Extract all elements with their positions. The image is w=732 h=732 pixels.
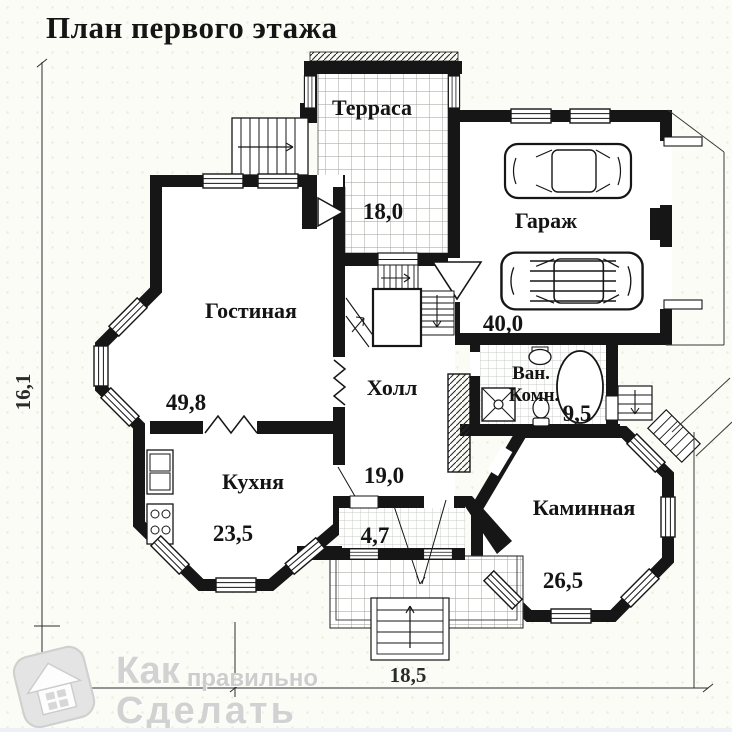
fireplace-label: Каминная bbox=[533, 495, 636, 520]
interior-walls bbox=[150, 357, 357, 505]
leader-lines bbox=[393, 499, 447, 585]
kitchen-area: 23,5 bbox=[213, 521, 253, 546]
sink-icon bbox=[528, 346, 552, 366]
fireplace-area: 26,5 bbox=[543, 568, 583, 593]
vestibule-area: 4,7 bbox=[361, 523, 390, 548]
page-bottom-strip bbox=[0, 728, 732, 732]
shower-icon bbox=[481, 387, 516, 422]
dimension-width: 18,5 bbox=[390, 663, 427, 687]
kitchen-fixtures bbox=[146, 449, 174, 545]
side-door bbox=[605, 395, 619, 421]
dimension-height: 16,1 bbox=[11, 374, 35, 411]
car-icon-sedan bbox=[503, 142, 633, 200]
windows bbox=[93, 75, 676, 624]
garage-door-swing bbox=[431, 261, 483, 301]
toilet-icon bbox=[532, 397, 550, 427]
page-title: План первого этажа bbox=[46, 10, 338, 45]
terrace-label: Терраса bbox=[332, 95, 412, 120]
garage-area: 40,0 bbox=[483, 311, 523, 336]
hall-area: 19,0 bbox=[364, 463, 404, 488]
bathroom-label-2: Комн. bbox=[509, 385, 560, 406]
kitchen-label: Кухня bbox=[222, 469, 284, 494]
car-icon-wagon bbox=[500, 251, 644, 311]
bathroom-area: 9,5 bbox=[563, 401, 592, 426]
outdoor-stairs-top bbox=[231, 117, 309, 176]
central-staircase bbox=[345, 264, 455, 348]
vestibule-walls bbox=[333, 495, 512, 585]
living-area: 49,8 bbox=[166, 390, 206, 415]
side-stairs bbox=[617, 385, 702, 464]
terrace-door bbox=[317, 175, 345, 228]
garage-window-1 bbox=[510, 108, 552, 124]
bathroom-label-1: Ван. bbox=[512, 363, 550, 384]
site-lines bbox=[666, 109, 732, 688]
bathroom bbox=[460, 345, 620, 436]
living-label: Гостиная bbox=[205, 298, 297, 323]
vestibule-floor bbox=[339, 504, 465, 552]
garage-window-2 bbox=[569, 108, 611, 124]
terrace-area: 18,0 bbox=[363, 199, 403, 224]
bathtub-icon bbox=[556, 350, 604, 424]
entrance-steps bbox=[370, 597, 450, 661]
wardrobe-hatch bbox=[447, 373, 471, 473]
hall-label: Холл bbox=[367, 375, 418, 400]
garage-label: Гараж bbox=[515, 208, 577, 233]
hall-top-wall bbox=[339, 252, 460, 267]
